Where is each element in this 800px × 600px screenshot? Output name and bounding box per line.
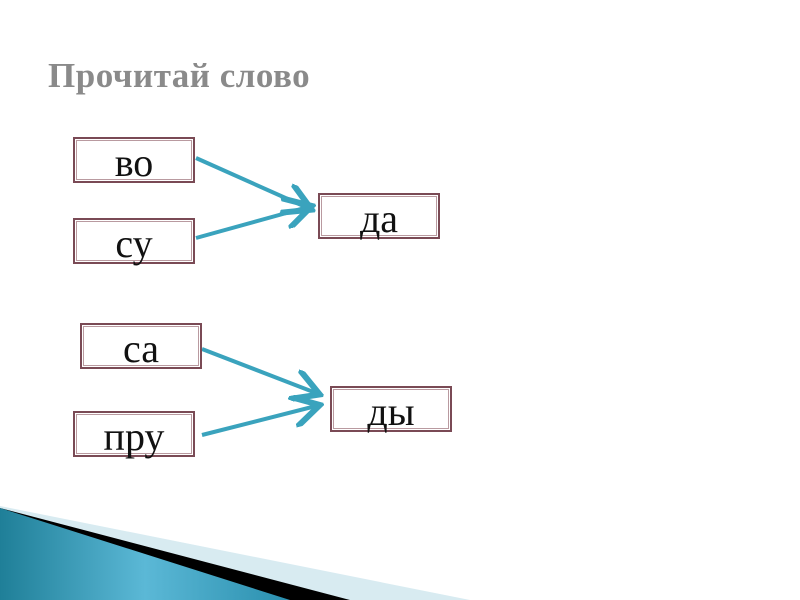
syllable-text: во: [114, 140, 154, 185]
arrow-sa-dy: [201, 347, 316, 393]
target-box-da: да: [318, 193, 440, 239]
arrow-pru-dy: [201, 406, 316, 437]
syllable-box-su: су: [73, 218, 195, 264]
target-text: да: [359, 196, 399, 241]
bottom-blue-wedge: [0, 508, 290, 600]
target-text: ды: [367, 389, 415, 434]
syllable-text: су: [115, 221, 153, 266]
arrow-su-da: [195, 207, 308, 240]
syllable-text: пру: [103, 414, 165, 459]
syllable-box-sa: са: [80, 323, 202, 369]
target-box-dy: ды: [330, 386, 452, 432]
slide-title: Прочитай слово: [48, 56, 311, 95]
syllable-text: са: [123, 326, 159, 371]
syllable-box-vo: во: [73, 137, 195, 183]
syllable-box-pru: пру: [73, 411, 195, 457]
arrow-vo-da: [195, 156, 308, 208]
